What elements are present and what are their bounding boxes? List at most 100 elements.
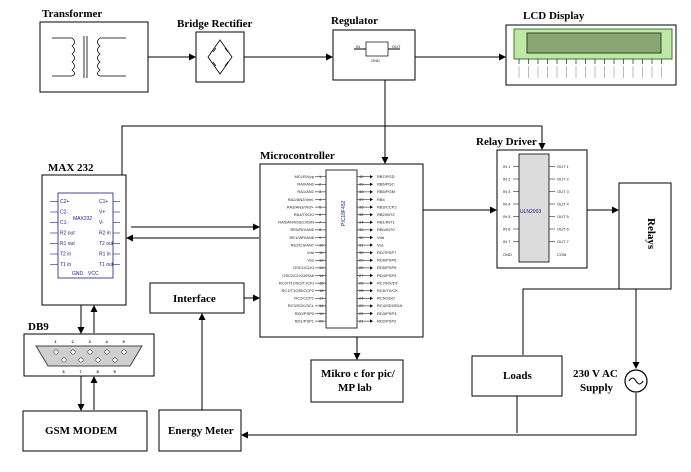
pic-pin-number: 23 xyxy=(359,303,364,308)
pic-pin-number: 33 xyxy=(359,227,364,232)
pic-left-pin: RC0/T1OSO/T1CKI xyxy=(279,280,314,285)
pic-pin-number: 19 xyxy=(319,311,324,316)
bridge-rectifier-label: Bridge Rectifier xyxy=(177,18,253,30)
db9-pin xyxy=(104,349,110,355)
interface-block xyxy=(149,282,245,314)
pic-pin-number: 5 xyxy=(319,204,322,209)
pic-left-pin: RD0/PSP0 xyxy=(295,311,315,316)
mikroc-block xyxy=(310,359,404,403)
pic-right-pin: RC6/TX/CK xyxy=(377,288,398,293)
db9-top-pin-number: 4 xyxy=(106,339,109,344)
pic-right-pin: RD2/PSP2 xyxy=(377,318,397,323)
mikroc-label-line2: MP lab xyxy=(338,382,372,394)
pic-pin-number: 32 xyxy=(359,235,364,240)
db9-bottom-pin-number: 8 xyxy=(97,369,100,374)
pic-pin-number: 2 xyxy=(319,182,322,187)
pic-right-pin: RC4/SDI/SDA xyxy=(377,303,402,308)
pic-pin-arrow-icon xyxy=(370,175,373,179)
pic-left-pin: RA4/T0CKI xyxy=(294,212,314,217)
gsm-modem-block xyxy=(22,410,148,452)
pic-right-pin: RB7/PGD xyxy=(377,174,395,179)
relays-block xyxy=(618,182,672,290)
max232-left-pin: R1 out xyxy=(60,241,75,247)
pic-pin-number: 27 xyxy=(359,273,364,278)
pic-left-pin: RD1/PSP1 xyxy=(295,318,315,323)
max232-bottom-pin: VCC xyxy=(88,271,99,277)
db9-pin xyxy=(70,349,76,355)
regulator-chip-icon xyxy=(365,41,389,57)
pic-pin-arrow-icon xyxy=(370,273,373,278)
energy-meter-label: Energy Meter xyxy=(168,425,234,437)
max232-right-pin: C1+ xyxy=(99,199,108,205)
uln-out-pin: OUT 5 xyxy=(557,214,569,219)
db9-pin xyxy=(121,349,127,355)
pic-pin-number: 4 xyxy=(319,197,322,202)
db9-pin xyxy=(87,349,93,355)
pic-pin-number: 34 xyxy=(359,220,364,225)
pic-pin-number: 6 xyxy=(319,212,322,217)
lcd-pin-header xyxy=(518,59,662,78)
pic-right-pin: RD3/PSP3 xyxy=(377,311,397,316)
pic-left-pin: RA2/AN2/Vref- xyxy=(288,197,315,202)
pic-pin-number: 35 xyxy=(359,212,364,217)
pic-pin-arrow-icon xyxy=(370,235,373,240)
uln-in-pin: IN 2 xyxy=(503,177,511,182)
uln-in-pin: IN 3 xyxy=(503,189,511,194)
pic-right-pin: RB2/INT2 xyxy=(377,212,395,217)
pic-pin-arrow-icon xyxy=(370,304,373,308)
pic-pin-arrow-icon xyxy=(370,205,373,209)
pic-pin-arrow-icon xyxy=(370,213,373,217)
regulator-label: Regulator xyxy=(331,15,378,27)
pic-pin-number: 10 xyxy=(319,242,324,247)
pic-pin-number: 28 xyxy=(359,265,364,270)
db9-top-pin-number: 1 xyxy=(55,339,58,344)
pic-pin-number: 21 xyxy=(359,318,364,323)
pic-left-pin: RC1/T1OSI/CCP2 xyxy=(282,288,315,293)
pic-pin-number: 16 xyxy=(319,288,324,293)
pic-pin-number: 20 xyxy=(319,318,324,323)
pic-pin-number: 12 xyxy=(319,258,324,263)
pic-pin-number: 3 xyxy=(319,189,322,194)
uln-out-pin: OUT 7 xyxy=(557,239,569,244)
pic-left-pin: RA0/AN0 xyxy=(297,182,314,187)
pic-pin-number: 30 xyxy=(359,250,364,255)
max232-right-pin: V+ xyxy=(99,210,105,216)
pic-right-pin: RB3/CCP2 xyxy=(377,204,397,209)
max232-left-pin: R2 out xyxy=(60,231,75,237)
transformer-block xyxy=(39,21,149,93)
db9-pin xyxy=(112,357,118,363)
pic-left-pin: RE2/CS/AN7 xyxy=(291,242,315,247)
pic-pin-arrow-icon xyxy=(370,311,373,316)
pic-pin-arrow-icon xyxy=(370,243,373,247)
pic-left-pin: Vss xyxy=(307,258,314,263)
max232-left-pin: T2 in xyxy=(60,252,71,258)
gsm-modem-label: GSM MODEM xyxy=(45,425,118,437)
max232-left-pin: C1- xyxy=(60,220,68,226)
max232-right-pin: R2 in xyxy=(99,231,111,237)
pic-pin-arrow-icon xyxy=(370,190,373,194)
pic-pin-number: 31 xyxy=(359,242,364,247)
max232-left-pin: C2+ xyxy=(60,199,69,205)
pic-pin-number: 36 xyxy=(359,204,364,209)
pic-right-pin: RC5/SDO xyxy=(377,296,395,301)
regulator-in-pin: IN xyxy=(356,44,360,49)
max232-left-pin: T1 in xyxy=(60,262,71,268)
loads-label: Loads xyxy=(503,370,532,382)
pic-pin-arrow-icon xyxy=(370,266,373,270)
pic-pin-number: 8 xyxy=(319,227,322,232)
pic-left-pin: RA5/AN4/SS/LVDIN xyxy=(278,220,314,225)
uln-in-pin: IN 6 xyxy=(503,227,511,232)
max232-chip xyxy=(57,192,114,279)
max232-label: MAX 232 xyxy=(48,162,94,174)
db9-bottom-pin-number: 9 xyxy=(114,369,117,374)
lcd-display-label: LCD Display xyxy=(523,10,585,22)
pic-pin-number: 24 xyxy=(359,296,364,301)
pic-pin-number: 9 xyxy=(319,235,322,240)
pic-chip xyxy=(325,169,358,329)
pic-left-pin: OSC2/CLKO/RA6 xyxy=(282,273,315,278)
db9-top-pin-number: 2 xyxy=(72,339,75,344)
db9-connector-icon xyxy=(35,345,143,367)
db9-label: DB9 xyxy=(28,321,49,333)
ac-supply-label-line2: Supply xyxy=(580,382,614,394)
